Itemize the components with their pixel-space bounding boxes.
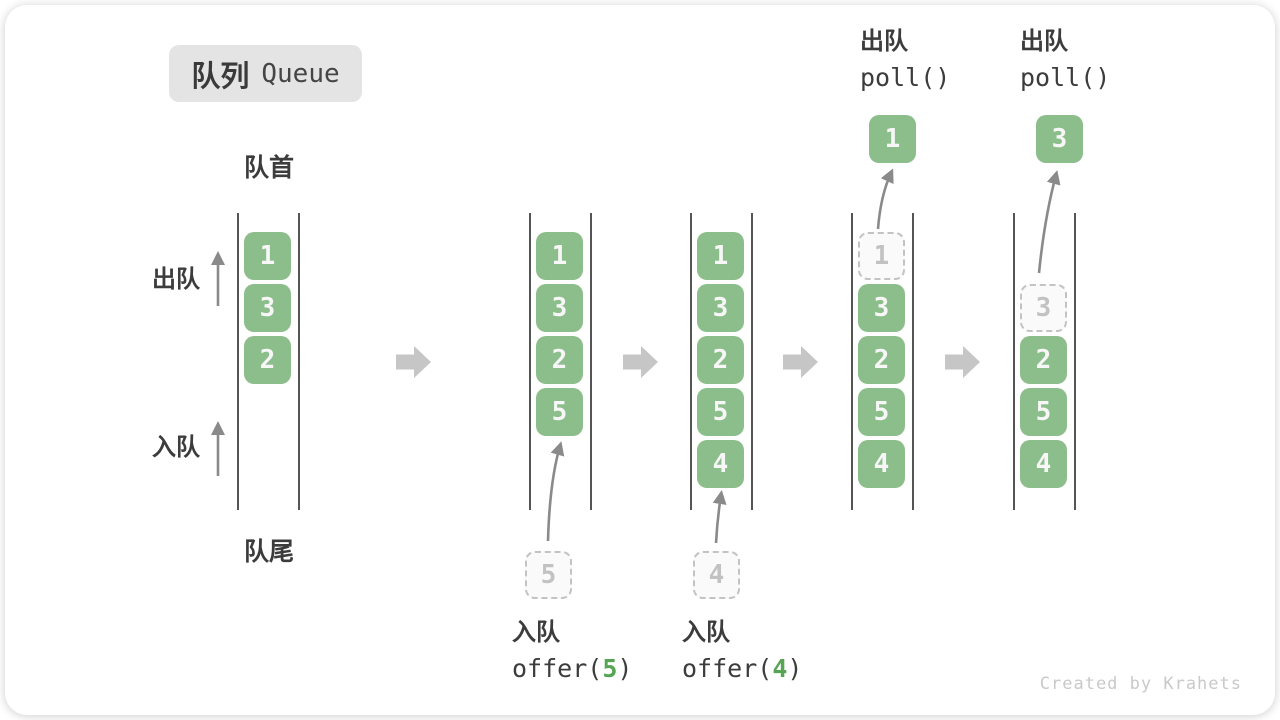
queue-item: 5 [536,388,583,436]
queue-item: 3 [244,284,291,332]
transition-arrow-icon [396,346,431,378]
queue-item: 4 [1020,440,1067,488]
dequeue-side-label: 出队 [152,266,200,293]
enqueue-op-code: offer(5) [512,654,633,683]
enqueue-arg: 4 [772,654,788,683]
queue-front-label: 队首 [244,154,295,182]
queue-item: 1 [536,232,583,280]
enqueue-pending-item: 4 [693,551,740,599]
queue-item: 1 [697,232,744,280]
queue-item: 5 [697,388,744,436]
queue-item: 1 [244,232,291,280]
dequeued-item: 1 [869,115,916,163]
enqueue-op-label: 入队 [512,619,560,646]
dequeue-op-label: 出队 [1020,28,1068,55]
queue-wall-left [690,213,692,510]
title-en: Queue [261,58,340,89]
queue-wall-left [851,213,853,510]
queue-wall-right [298,213,300,510]
queue-item-dashed: 1 [858,232,905,280]
queue-item-dashed: 3 [1020,284,1067,332]
dequeued-item: 3 [1036,115,1083,163]
queue-item: 4 [858,440,905,488]
dequeue-op-code: poll() [860,63,951,92]
queue-rear-label: 队尾 [244,538,295,566]
queue-item: 2 [858,336,905,384]
enqueue-side-label: 入队 [152,434,200,461]
enqueue-pending-item: 5 [525,551,572,599]
dequeue-op-label: 出队 [860,28,908,55]
transition-arrow-icon [945,346,980,378]
title-zh: 队列 [191,60,250,93]
title-badge: 队列 Queue [169,45,362,102]
queue-item: 3 [536,284,583,332]
queue-wall-left [1013,213,1015,510]
queue-item: 2 [697,336,744,384]
queue-wall-right [1074,213,1076,510]
watermark: Created by Krahets [1039,674,1242,694]
queue-wall-left [237,213,239,510]
queue-item: 5 [1020,388,1067,436]
enqueue-op-code: offer(4) [682,654,803,683]
dequeue-op-code: poll() [1020,63,1111,92]
transition-arrow-icon [783,346,818,378]
queue-item: 2 [244,336,291,384]
queue-wall-right [751,213,753,510]
enqueue-arg: 5 [602,654,618,683]
queue-wall-right [912,213,914,510]
queue-item: 4 [697,440,744,488]
queue-wall-right [590,213,592,510]
queue-item: 5 [858,388,905,436]
transition-arrow-icon [622,346,658,378]
queue-wall-left [529,213,531,510]
enqueue-op-label: 入队 [682,619,730,646]
queue-item: 3 [858,284,905,332]
queue-item: 2 [1020,336,1067,384]
queue-item: 2 [536,336,583,384]
queue-item: 3 [697,284,744,332]
